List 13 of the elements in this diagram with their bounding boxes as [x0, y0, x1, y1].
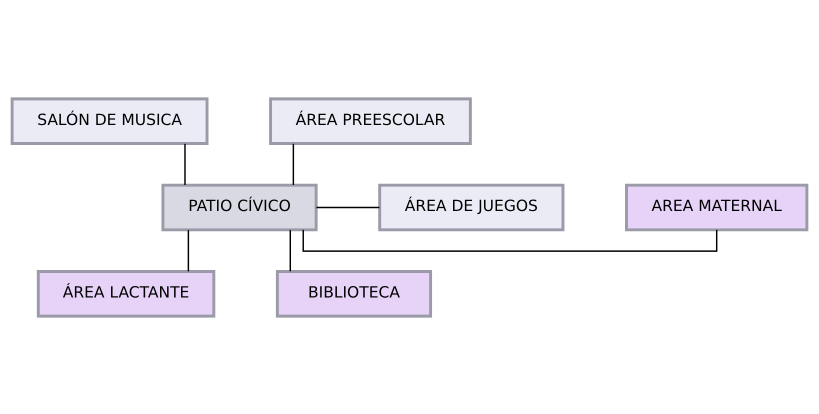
node-box: SALÓN DE MUSICA [10, 96, 208, 144]
node-box: ÁREA PREESCOLAR [269, 96, 472, 144]
connector [188, 230, 190, 271]
connector [290, 230, 292, 271]
node-box: ÁREA DE JUEGOS [378, 183, 564, 231]
connector [292, 143, 294, 184]
connector [184, 143, 186, 184]
node-box: BIBLIOTECA [276, 270, 432, 318]
connector [302, 229, 718, 252]
connector [316, 206, 380, 208]
node-box: AREA MATERNAL [625, 183, 808, 231]
node-box: PATIO CÍVICO [161, 183, 318, 231]
node-box: ÁREA LACTANTE [36, 270, 216, 318]
